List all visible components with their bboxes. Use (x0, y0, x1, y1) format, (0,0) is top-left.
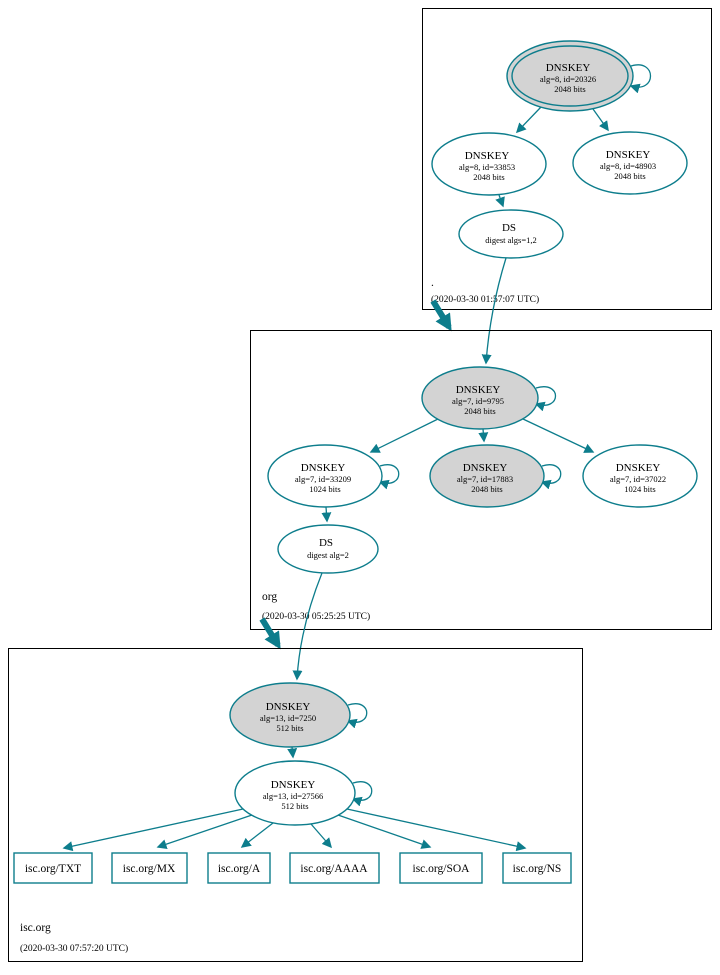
ds-edge-org-to-isc (292, 572, 323, 681)
dnskey-label: DNSKEY alg=7, id=33209 1024 bits (295, 458, 355, 494)
zone-timestamp-org: (2020-03-30 05:25:25 UTC) (262, 611, 370, 622)
rrsig-edge-zsk-to-ns (346, 808, 527, 852)
rrsig-edge-zsk-to-aaaa (310, 823, 332, 849)
zone-name-org: org (262, 591, 277, 603)
self-sign-loop-org-zsk1 (378, 464, 400, 490)
ds-edge-root-to-org (481, 257, 507, 365)
dnskey-label: DNSKEY alg=13, id=27566 512 bits (263, 775, 328, 811)
rrset-rect (502, 852, 572, 884)
zone-isc: DNSKEY alg=13, id=7250 512 bits DNSKEY a… (8, 648, 583, 962)
rrset-node-ns: isc.org/NS (502, 852, 572, 884)
rrset-label: isc.org/MX (123, 863, 176, 875)
self-sign-loop-org-ksk2 (540, 464, 562, 490)
rrset-rect (207, 852, 271, 884)
delegation-arrow-root-to-org (430, 299, 452, 332)
rrsig-edge-zsk-to-soa (337, 814, 432, 849)
dnskey-label: DNSKEY alg=8, id=33853 2048 bits (459, 146, 519, 182)
rrset-rect (289, 852, 380, 884)
dnskey-ellipse (421, 366, 539, 430)
dnskey-zsk1-node-org: DNSKEY alg=7, id=33209 1024 bits (267, 444, 383, 508)
delegation-arrow-org-to-isc (259, 617, 281, 650)
rrsig-edge-ksk-to-ksk2 (478, 428, 489, 443)
ds-label: DS digest alg=2 (307, 533, 349, 560)
dnskey-ellipse (582, 444, 698, 508)
rrset-rect (13, 852, 93, 884)
rrset-label: isc.org/TXT (25, 863, 81, 875)
dnskey-ellipse (429, 444, 545, 508)
dnskey-label: DNSKEY alg=7, id=17883 2048 bits (457, 458, 517, 494)
rrset-rect (111, 852, 188, 884)
rrset-label: isc.org/NS (513, 863, 562, 875)
rrsig-edge-ksk-to-zsk2 (522, 418, 595, 453)
dnskey-label: DNSKEY alg=8, id=20326 2048 bits (540, 58, 600, 94)
dnskey-ellipse (431, 132, 547, 196)
dnskey-ellipse (229, 682, 351, 748)
zone-box-isc (8, 648, 583, 962)
ds-ellipse (277, 524, 379, 574)
rrsig-edge-ksk-to-zsk1 (515, 106, 542, 134)
ds-node-root: DS digest algs=1,2 (458, 209, 564, 259)
rrsig-edge-zsk-to-ds (321, 506, 332, 523)
self-sign-loop-isc-ksk (346, 703, 368, 729)
rrsig-edge-zsk-to-mx (156, 814, 253, 849)
rrset-label: isc.org/A (218, 863, 261, 875)
dnskey-label: DNSKEY alg=13, id=7250 512 bits (260, 697, 320, 733)
self-sign-loop-isc-zsk (351, 781, 373, 807)
zone-name-root: . (431, 277, 434, 289)
dnskey-ellipse (572, 131, 688, 195)
rrset-rect (399, 852, 483, 884)
rrset-label: isc.org/AAAA (300, 863, 368, 875)
dnskey-label: DNSKEY alg=8, id=48903 2048 bits (600, 145, 660, 181)
rrsig-edge-ksk-to-zsk2 (592, 108, 609, 132)
dnskey-label: DNSKEY alg=7, id=37022 1024 bits (610, 458, 670, 494)
rrset-node-mx: isc.org/MX (111, 852, 188, 884)
dnskey-ellipse (234, 760, 356, 826)
dnskey-zsk1-node-root: DNSKEY alg=8, id=33853 2048 bits (431, 132, 547, 196)
zone-root: DNSKEY alg=8, id=20326 2048 bits DNSKEY … (422, 8, 712, 310)
zone-timestamp-isc: (2020-03-30 07:57:20 UTC) (20, 943, 128, 954)
dnskey-ellipse (267, 444, 383, 508)
rrset-node-a: isc.org/A (207, 852, 271, 884)
zone-name-isc: isc.org (20, 922, 51, 934)
zone-org: DNSKEY alg=7, id=9795 2048 bits DNSKEY a… (250, 330, 712, 630)
dnskey-zsk-node-isc: DNSKEY alg=13, id=27566 512 bits (234, 760, 356, 826)
rrset-node-txt: isc.org/TXT (13, 852, 93, 884)
self-sign-loop-root-ksk (629, 64, 652, 94)
dnskey-label: DNSKEY alg=7, id=9795 2048 bits (452, 380, 508, 416)
zone-box-root (422, 8, 712, 310)
dnskey-ksk-node-isc: DNSKEY alg=13, id=7250 512 bits (229, 682, 351, 748)
ds-label: DS digest algs=1,2 (485, 218, 537, 245)
rrsig-edge-zsk-to-txt (62, 808, 244, 852)
rrsig-edge-ksk-to-zsk (287, 746, 298, 759)
zone-timestamp-root: (2020-03-30 01:57:07 UTC) (431, 294, 539, 305)
ds-ellipse (458, 209, 564, 259)
ds-node-org: DS digest alg=2 (277, 524, 379, 574)
dnskey-zsk2-node-org: DNSKEY alg=7, id=37022 1024 bits (582, 444, 698, 508)
dnskey-ksk2-node-org: DNSKEY alg=7, id=17883 2048 bits (429, 444, 545, 508)
rrset-label: isc.org/SOA (413, 863, 471, 875)
dnskey-ellipse-outer (506, 40, 634, 112)
rrsig-edge-ksk-to-zsk1 (369, 418, 439, 453)
dnskey-ksk-node-org: DNSKEY alg=7, id=9795 2048 bits (421, 366, 539, 430)
rrsig-edge-zsk-to-ds (495, 194, 505, 208)
rrset-node-soa: isc.org/SOA (399, 852, 483, 884)
rrset-node-aaaa: isc.org/AAAA (289, 852, 380, 884)
dnskey-ellipse-inner (511, 45, 629, 107)
rrsig-edge-zsk-to-a (240, 822, 274, 848)
self-sign-loop-org-ksk (534, 386, 557, 412)
dnskey-zsk2-node-root: DNSKEY alg=8, id=48903 2048 bits (572, 131, 688, 195)
zone-box-org (250, 330, 712, 630)
dnskey-ksk-node-root: DNSKEY alg=8, id=20326 2048 bits (506, 40, 634, 112)
